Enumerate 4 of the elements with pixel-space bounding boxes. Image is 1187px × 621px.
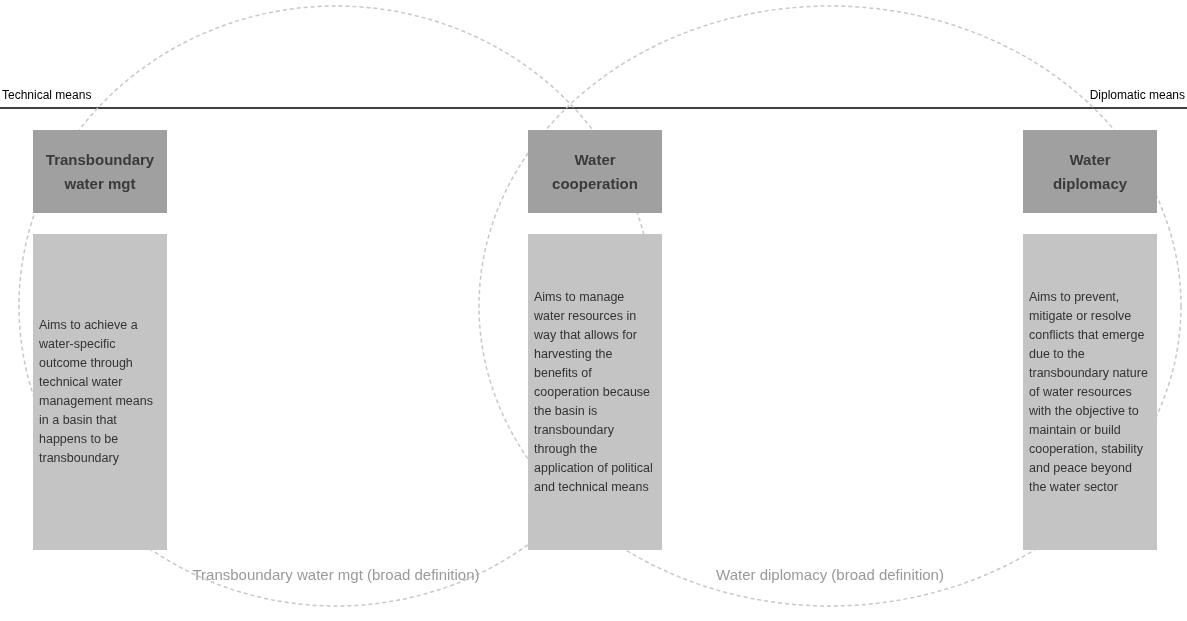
- axis-end-label: Diplomatic means: [1089, 88, 1185, 102]
- axis-end-label: Technical means: [2, 88, 92, 102]
- circle-label: Transboundary water mgt (broad definition): [191, 566, 481, 583]
- circle-label: Water diplomacy (broad definition): [715, 566, 945, 583]
